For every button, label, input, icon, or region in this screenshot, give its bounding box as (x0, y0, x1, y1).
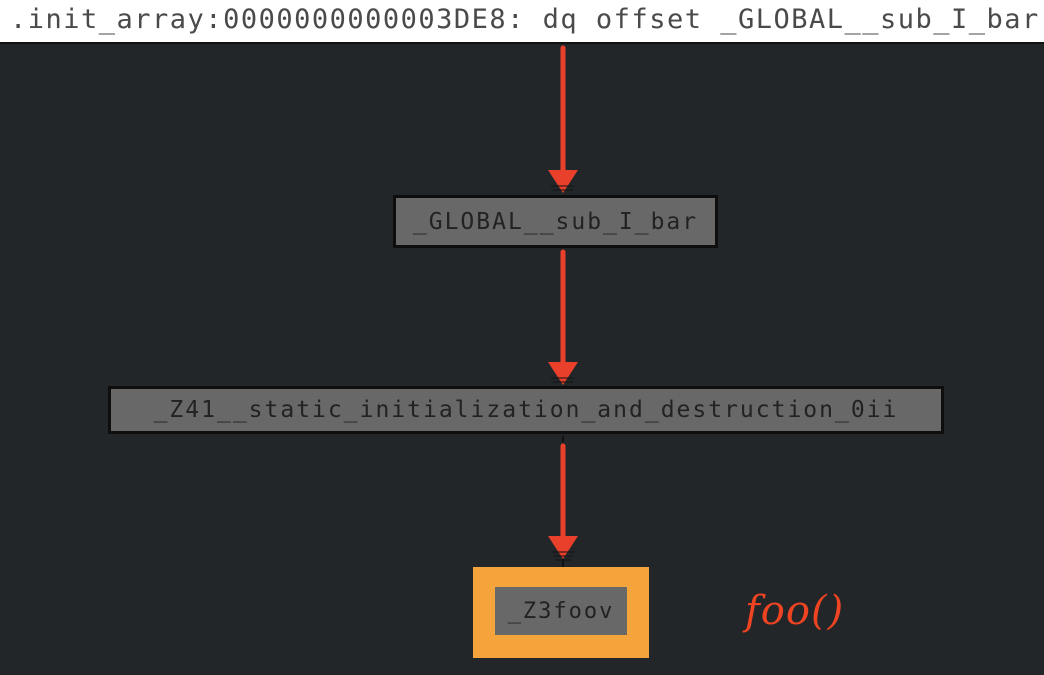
node-label: _Z3foov (507, 598, 615, 624)
graph-node-static-initialization[interactable]: _Z41__static_initialization_and_destruct… (108, 386, 944, 434)
node-label: _Z41__static_initialization_and_destruct… (153, 397, 899, 423)
edge-static-to-foo (548, 436, 578, 567)
init-array-entry[interactable]: .init_array:0000000000003DE8: dq offset … (10, 4, 1040, 35)
node-label: _GLOBAL__sub_I_bar (412, 208, 699, 235)
graph-node-global-sub-i-bar[interactable]: _GLOBAL__sub_I_bar (393, 195, 718, 248)
handwritten-annotation: foo() (745, 588, 845, 634)
arrowhead-icon (548, 536, 578, 559)
graph-node-z3foov[interactable]: _Z3foov (495, 587, 627, 635)
edge-global-to-static (548, 249, 578, 385)
edge-header-to-global (548, 45, 578, 193)
disassembly-address-bar: .init_array:0000000000003DE8: dq offset … (0, 0, 1044, 44)
arrowhead-icon (548, 170, 578, 193)
arrowhead-icon (548, 362, 578, 385)
graph-node-foo-highlight[interactable]: _Z3foov (473, 567, 649, 658)
